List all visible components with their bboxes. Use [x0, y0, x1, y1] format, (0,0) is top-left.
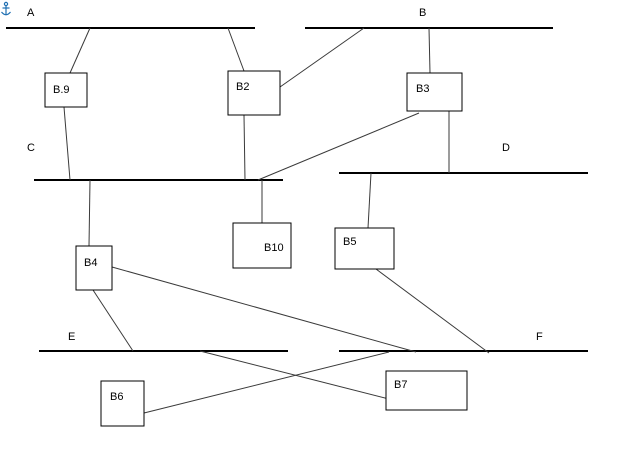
bridge-b2-label: B2 [236, 81, 249, 93]
bridge-b7: B7 [385, 370, 468, 411]
bridge-b4-label: B4 [84, 257, 97, 269]
wire-e-b7 [199, 350, 390, 400]
bridge-b9: B.9 [44, 72, 88, 108]
anchor-icon [1, 1, 11, 16]
bridge-b10: B10 [232, 222, 292, 269]
wire-b5-f [375, 268, 490, 354]
segment-c-label: C [27, 142, 35, 154]
bridge-b6-label: B6 [110, 391, 123, 403]
wire-b2-c [243, 114, 246, 181]
wire-b6-f [143, 351, 390, 414]
bridge-b3: B3 [406, 72, 463, 112]
wire-a-b2 [227, 27, 245, 72]
wire-c-b4 [88, 179, 91, 247]
bridge-b5: B5 [334, 227, 395, 270]
bridge-b9-label: B.9 [53, 84, 70, 96]
segment-a-label: A [27, 7, 35, 19]
bridge-b2: B2 [227, 70, 281, 116]
bridge-b5-label: B5 [343, 236, 356, 248]
wire-d-b5 [367, 172, 372, 229]
segment-f-label: F [536, 331, 543, 343]
bridge-b4: B4 [75, 245, 113, 291]
segment-d-label: D [502, 142, 510, 154]
wire-b4-e [92, 289, 134, 352]
wire-b-b3 [428, 27, 431, 74]
bridge-b6: B6 [100, 380, 145, 427]
bridge-b3-label: B3 [416, 83, 429, 95]
bridge-b10-label: B10 [264, 242, 284, 254]
wire-b1-c [63, 106, 71, 181]
segment-b-label: B [419, 7, 426, 19]
wire-a-b1 [69, 27, 91, 74]
bridge-b7-label: B7 [394, 379, 407, 391]
segment-e-label: E [68, 331, 75, 343]
wire-b3-c [257, 112, 420, 181]
wire-b2-b [279, 27, 365, 88]
wire-b4-f [111, 266, 417, 353]
